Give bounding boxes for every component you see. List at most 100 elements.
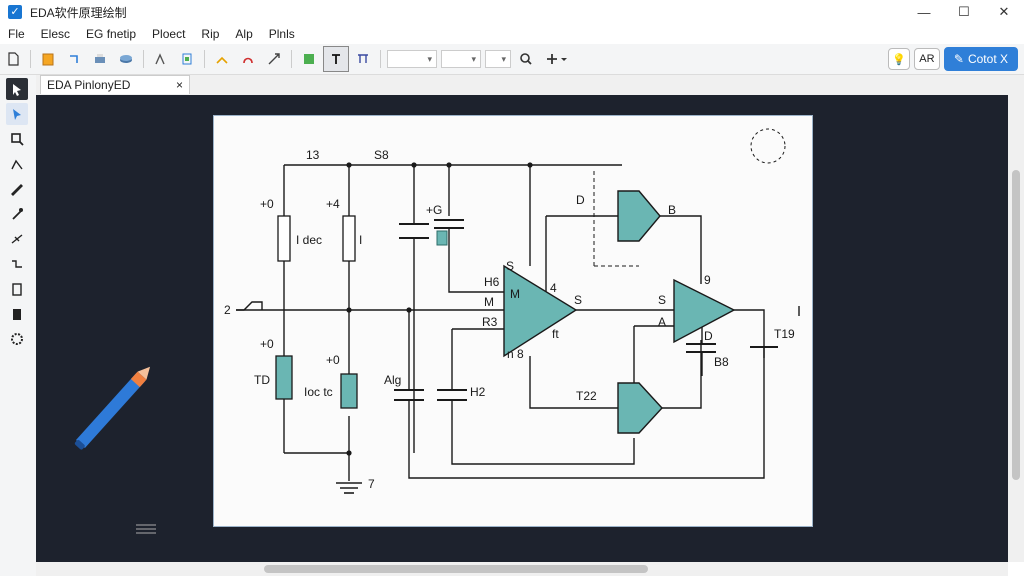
menu-item-rip[interactable]: Rip xyxy=(201,27,220,41)
close-button[interactable]: ✕ xyxy=(998,4,1010,19)
vertical-scroll-thumb[interactable] xyxy=(1012,170,1020,480)
label-s8: S8 xyxy=(374,148,389,162)
label-plus4: +4 xyxy=(326,197,340,211)
label-m-in: M xyxy=(510,287,520,301)
label-a: A xyxy=(658,315,666,329)
label-9: 9 xyxy=(704,273,711,287)
label-13: 13 xyxy=(306,148,320,162)
settings-icon[interactable] xyxy=(6,328,28,350)
label-i: I xyxy=(359,233,362,247)
menu-lines-icon xyxy=(136,524,156,534)
vertical-scrollbar[interactable] xyxy=(1008,95,1024,562)
label-m: M xyxy=(484,295,494,309)
hint-icon[interactable]: 💡 xyxy=(887,48,910,70)
style-select[interactable]: ▾ xyxy=(441,50,481,68)
component-block xyxy=(340,373,358,409)
print-icon[interactable] xyxy=(88,47,112,71)
junctions xyxy=(346,162,533,456)
font-size-select[interactable]: ▾ xyxy=(387,50,437,68)
text-icon[interactable] xyxy=(297,47,321,71)
label-n8: n 8 xyxy=(507,347,524,361)
menu-item-help[interactable]: Alp xyxy=(235,27,253,41)
schematic-sheet[interactable]: 13 S8 +0 +4 +G I dec I 2 +0 +0 TD Ioc tc… xyxy=(213,115,813,527)
window-title: EDA软件原理绘制 xyxy=(30,5,127,20)
edit-icon: ✎ xyxy=(953,52,964,66)
label-s-out: S xyxy=(574,293,582,307)
pen-icon[interactable] xyxy=(6,178,28,200)
label-s2: S xyxy=(658,293,666,307)
menu-bar: Fle Elesc EG fnetip Ploect Rip Alp Plnls xyxy=(0,24,1024,44)
logic-gate-2 xyxy=(617,382,663,434)
tab-close-icon[interactable]: × xyxy=(175,78,183,92)
component-icon[interactable] xyxy=(149,47,173,71)
add-icon[interactable] xyxy=(540,47,572,71)
label-plus0: +0 xyxy=(260,197,274,211)
maximize-button[interactable]: ☐ xyxy=(958,4,970,19)
label-2: 2 xyxy=(224,303,231,317)
label-t19: T19 xyxy=(774,327,795,341)
zoom-icon[interactable] xyxy=(6,128,28,150)
resistor xyxy=(277,215,291,262)
wires xyxy=(236,164,800,481)
label-plus0-c: +0 xyxy=(326,353,340,367)
label-h6: H6 xyxy=(484,275,500,289)
line-width-select[interactable]: ▾ xyxy=(485,50,511,68)
open-icon[interactable] xyxy=(36,47,60,71)
probe-icon[interactable] xyxy=(6,203,28,225)
pencil-icon xyxy=(74,366,151,450)
menu-item-file[interactable]: Fle xyxy=(8,27,25,41)
callout-button[interactable]: ✎ Cotot X xyxy=(943,47,1018,71)
label-d2: D xyxy=(704,329,713,343)
wire-icon[interactable] xyxy=(6,153,28,175)
capacitor xyxy=(399,223,429,239)
menu-item-plugins[interactable]: Plnls xyxy=(268,27,295,41)
label-b8: B8 xyxy=(714,355,729,369)
label-plus0-b: +0 xyxy=(260,337,274,351)
dashed-nets xyxy=(593,171,639,267)
menu-item-edit[interactable]: Elesc xyxy=(40,27,71,41)
label-plusg: +G xyxy=(426,203,442,217)
link-icon[interactable] xyxy=(210,47,234,71)
clipboard-icon[interactable] xyxy=(6,278,28,300)
select-icon[interactable] xyxy=(6,78,28,100)
label-r3: R3 xyxy=(482,315,498,329)
battery-icon[interactable] xyxy=(6,303,28,325)
folder-icon[interactable] xyxy=(175,47,199,71)
label-h2: H2 xyxy=(470,385,486,399)
search-icon[interactable] xyxy=(514,47,538,71)
logic-gate-1 xyxy=(617,190,661,242)
menu-item-setup[interactable]: EG fnetip xyxy=(86,27,137,41)
net-label-icon[interactable] xyxy=(323,46,349,72)
probe-cursor-icon xyxy=(750,128,786,164)
layers-icon[interactable] xyxy=(114,47,138,71)
capacitor xyxy=(434,219,464,229)
horizontal-scrollbar[interactable] xyxy=(36,562,1008,576)
tab-schematic[interactable]: EDA PinlonyED × xyxy=(40,75,190,94)
port-icon[interactable] xyxy=(6,253,28,275)
ar-toggle[interactable]: AR xyxy=(913,48,940,70)
op-amp-1 xyxy=(503,264,578,358)
label-idec: I dec xyxy=(296,233,322,247)
switch-icon xyxy=(236,301,263,311)
minimize-button[interactable]: — xyxy=(917,4,931,20)
route-icon[interactable] xyxy=(236,47,260,71)
capacitor xyxy=(686,343,716,353)
horizontal-scroll-thumb[interactable] xyxy=(264,565,648,573)
bus-icon[interactable] xyxy=(6,228,28,250)
callout-label: Cotot X xyxy=(967,52,1008,66)
capacitor-body xyxy=(436,230,448,246)
filter-icon[interactable] xyxy=(351,47,375,71)
undo-icon[interactable] xyxy=(62,47,86,71)
pointer-icon[interactable] xyxy=(6,103,28,125)
label-td: TD xyxy=(254,373,270,387)
op-amp-2 xyxy=(673,278,736,344)
place-icon[interactable] xyxy=(262,47,286,71)
label-d-top: D xyxy=(576,193,585,207)
app-check-icon: ✓ xyxy=(8,5,22,19)
component-block xyxy=(275,355,293,400)
tool-palette xyxy=(0,75,37,576)
menu-item-project[interactable]: Ploect xyxy=(152,27,186,41)
toolbar: ▾ ▾ ▾ 💡 AR ✎ Cotot X xyxy=(0,44,1024,75)
new-icon[interactable] xyxy=(1,47,25,71)
capacitor xyxy=(394,389,424,401)
